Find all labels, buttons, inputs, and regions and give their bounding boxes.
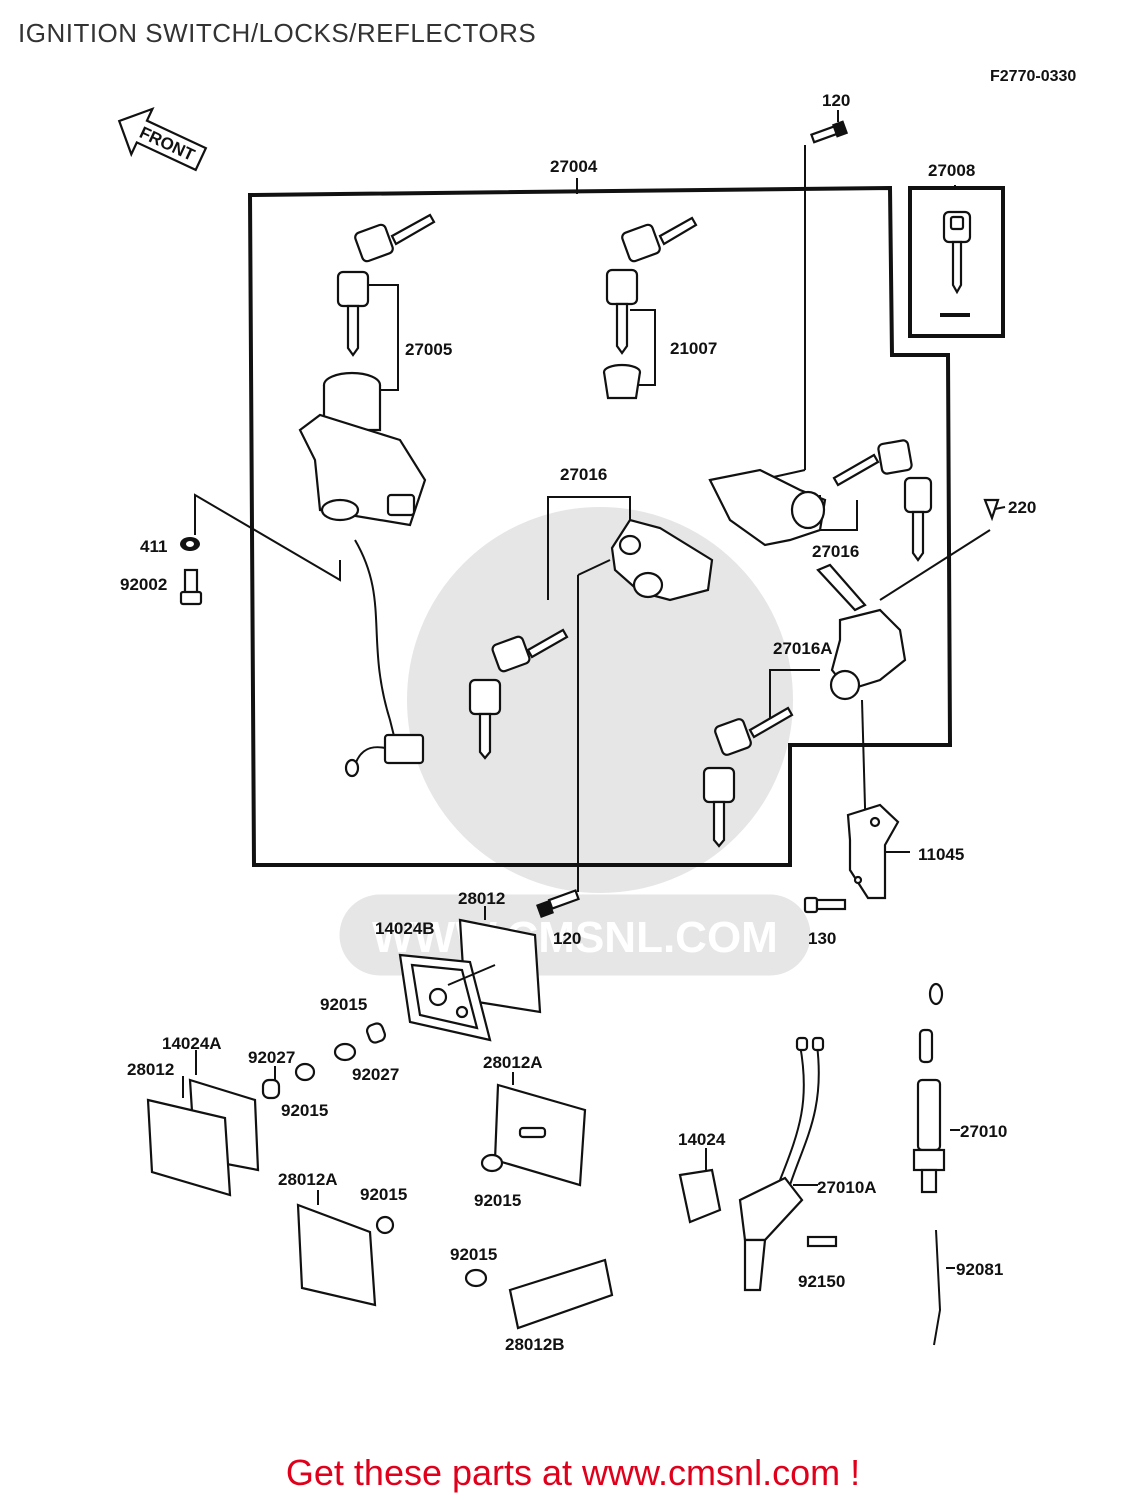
key-27008-icon — [940, 210, 972, 317]
label-92015-a: 92015 — [320, 995, 367, 1014]
washer-411 — [180, 537, 200, 551]
reflector-28012A-middle — [480, 1083, 587, 1187]
label-28012B: 28012B — [505, 1335, 565, 1354]
label-92081: 92081 — [956, 1260, 1003, 1279]
spacer-92027-a — [365, 1022, 387, 1044]
label-120-top: 120 — [822, 91, 850, 110]
reflector-28012-top — [398, 918, 542, 1042]
watermark-text: WWW.CMSNL.COM — [372, 913, 778, 962]
label-28012A-left: 28012A — [278, 1170, 338, 1189]
bolt-92002 — [179, 568, 203, 606]
ignition-switch — [298, 371, 427, 778]
screw-220 — [983, 498, 1000, 522]
nut-92015-a — [333, 1042, 357, 1062]
reflector-28012B — [508, 1258, 614, 1330]
label-14024: 14024 — [678, 1130, 726, 1149]
label-220: 220 — [1008, 498, 1036, 517]
bolt-120-bottom — [536, 889, 580, 918]
lock-27016-middle — [468, 518, 714, 760]
diagram-title: IGNITION SWITCH/LOCKS/REFLECTORS — [18, 18, 537, 48]
label-27016-middle: 27016 — [560, 465, 607, 484]
label-130: 130 — [808, 929, 836, 948]
lock-27016-right — [708, 439, 933, 562]
part-labels: 120 27004 27008 27005 21007 411 92002 27… — [120, 91, 1036, 1354]
label-411: 411 — [140, 537, 167, 556]
label-28012-top: 28012 — [458, 889, 505, 908]
bolt-130 — [803, 896, 847, 914]
set-frame-27008 — [908, 186, 1005, 338]
clamp-14024 — [678, 1168, 722, 1224]
front-arrow-icon: FRONT — [117, 106, 208, 172]
label-27008: 27008 — [928, 161, 975, 180]
label-92027-a: 92027 — [352, 1065, 399, 1084]
reflector-28012A-left — [296, 1203, 395, 1307]
label-11045: 11045 — [918, 845, 964, 864]
label-28012-left: 28012 — [127, 1060, 174, 1079]
label-14024B: 14024B — [375, 919, 435, 938]
set-frame-27004 — [247, 185, 953, 867]
switch-27010A — [738, 1036, 838, 1292]
label-27005: 27005 — [405, 340, 452, 359]
label-92027-b: 92027 — [248, 1048, 295, 1067]
label-92015-c: 92015 — [474, 1191, 521, 1210]
switch-27010 — [912, 982, 946, 1346]
label-92150: 92150 — [798, 1272, 845, 1291]
bracket-11045 — [846, 803, 900, 900]
label-120-bottom: 120 — [553, 929, 581, 948]
bolt-120-top — [810, 120, 849, 144]
footer-cta-link[interactable]: Get these parts at www.cmsnl.com ! — [285, 1452, 861, 1493]
cmsnl-watermark: WWW.CMSNL.COM — [339, 507, 811, 976]
label-92015-e: 92015 — [450, 1245, 497, 1264]
reference-code: F2770-0330 — [990, 68, 1077, 85]
label-28012A-middle: 28012A — [483, 1053, 543, 1072]
keys-21007-icon — [602, 216, 698, 400]
label-92015-b: 92015 — [281, 1101, 328, 1120]
lock-27016A — [702, 563, 907, 848]
label-92015-d: 92015 — [360, 1185, 407, 1204]
label-27010A: 27010A — [817, 1178, 877, 1197]
keys-27005-icon — [336, 213, 436, 357]
label-27010: 27010 — [960, 1122, 1007, 1141]
label-14024A: 14024A — [162, 1034, 222, 1053]
nut-92015-e — [464, 1268, 488, 1288]
label-92002: 92002 — [120, 575, 167, 594]
label-27016-right: 27016 — [812, 542, 859, 561]
label-27016A: 27016A — [773, 639, 833, 658]
label-27004: 27004 — [550, 157, 598, 176]
label-21007: 21007 — [670, 339, 717, 358]
reflector-28012-left — [146, 1062, 316, 1197]
